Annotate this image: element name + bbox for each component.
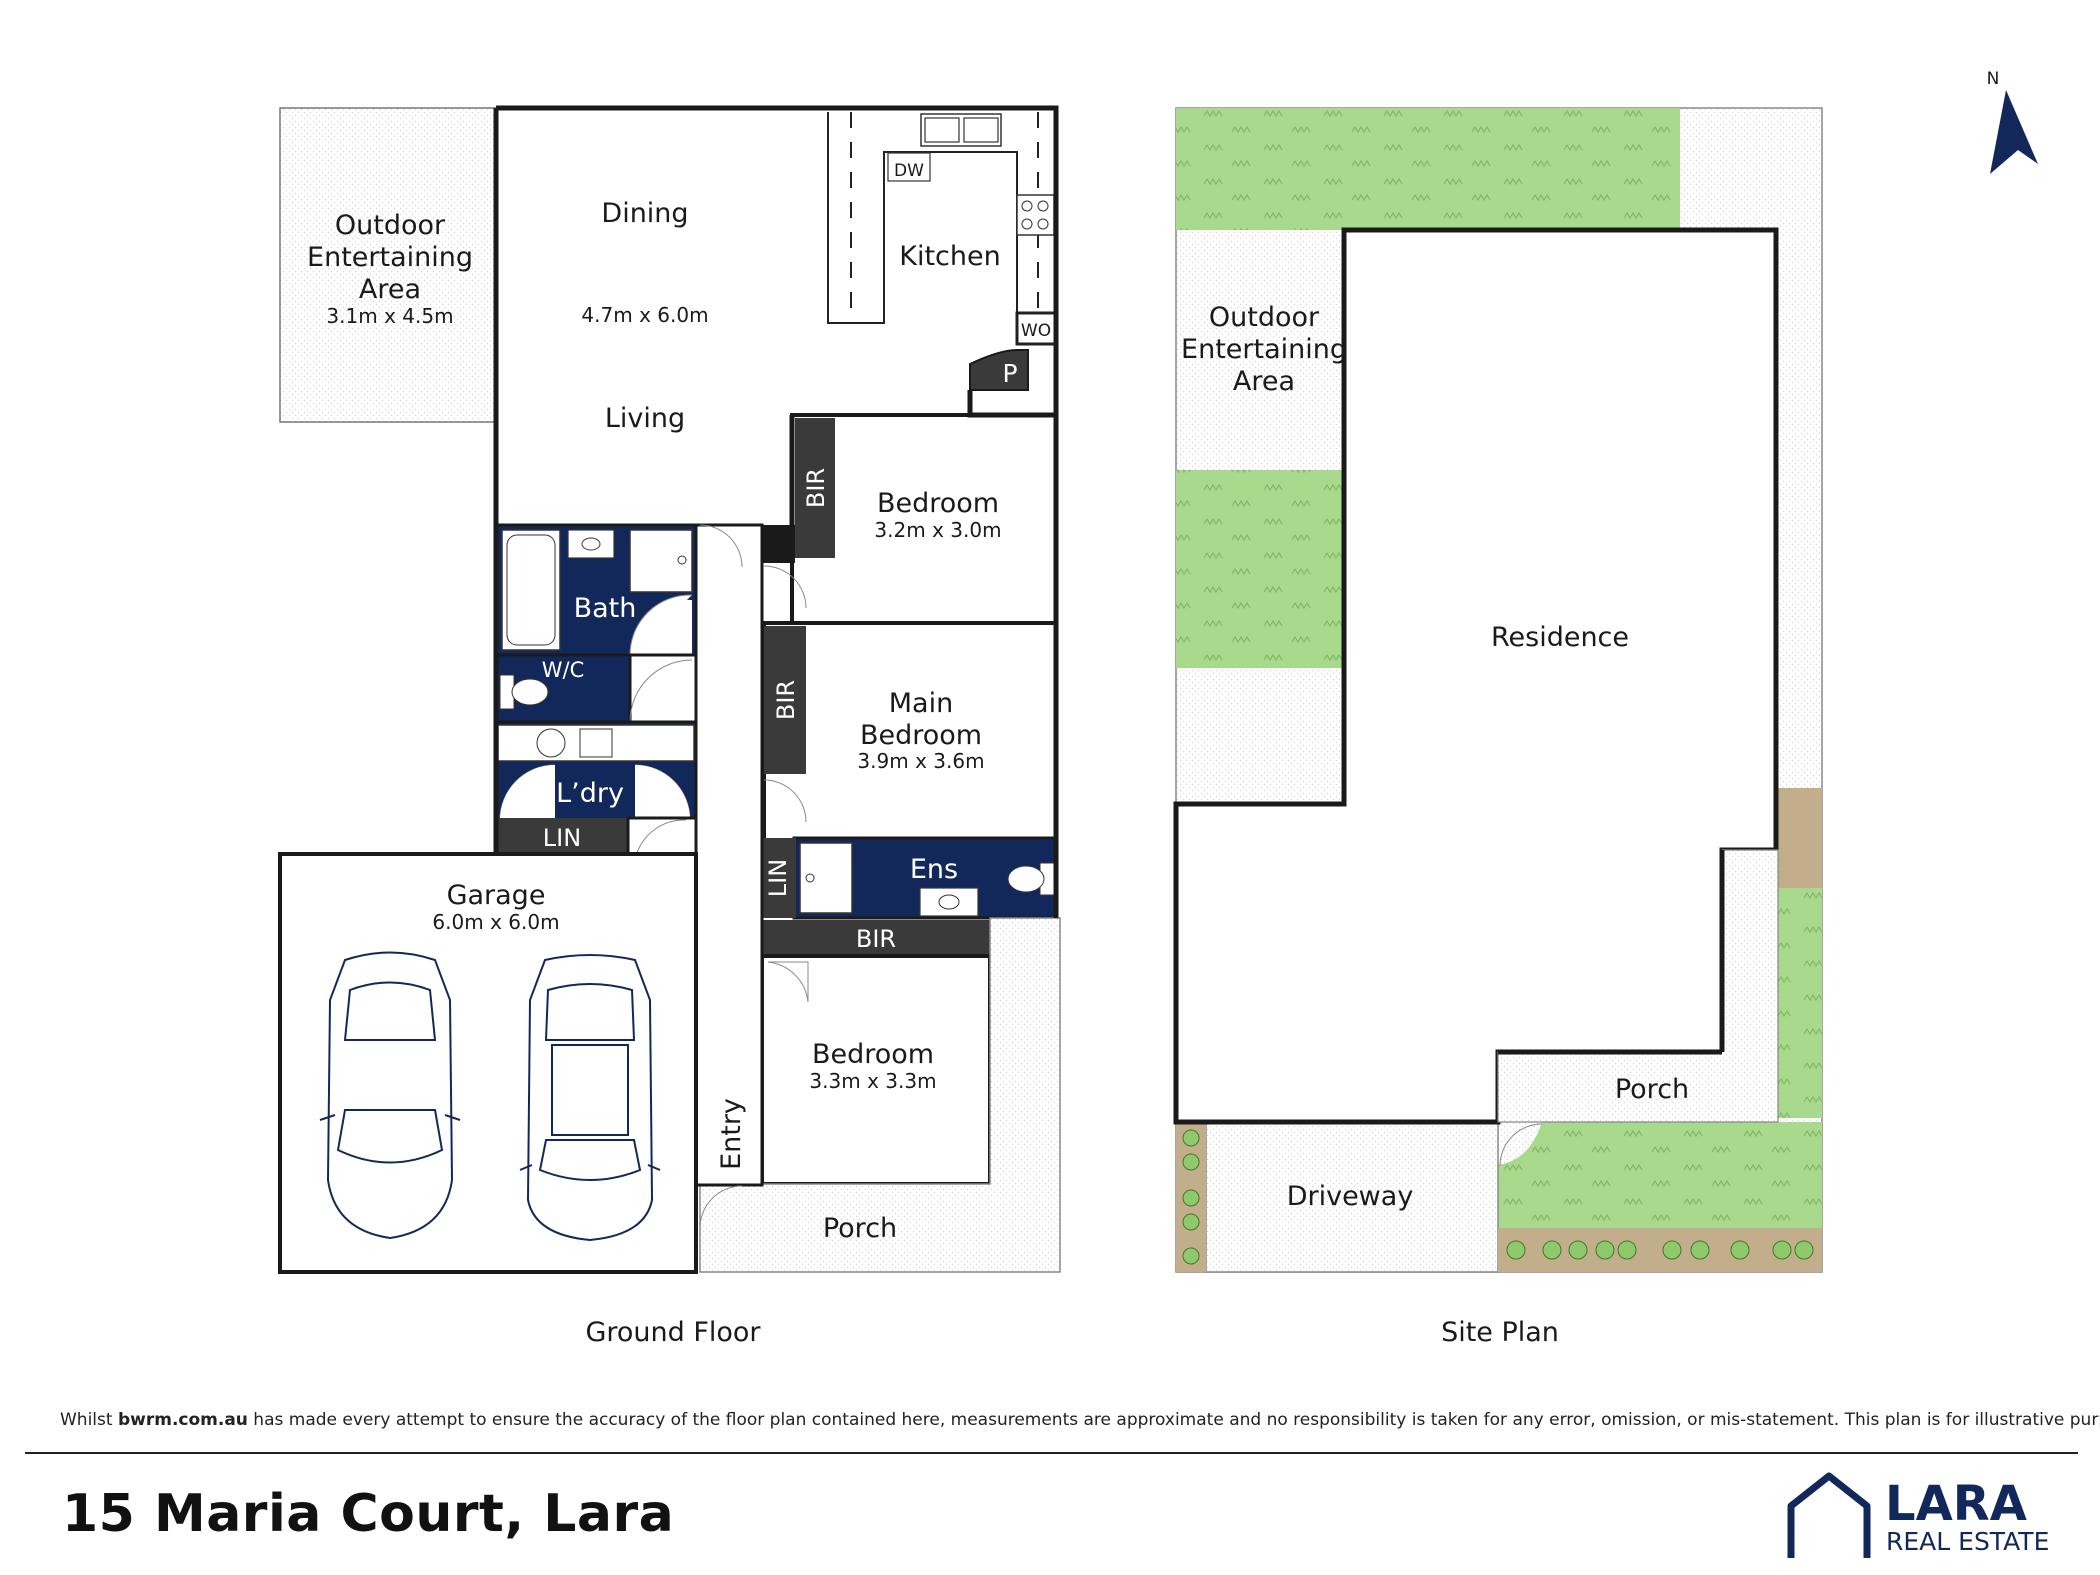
kitchen-label: Kitchen xyxy=(899,241,1000,272)
north-arrow-icon: N xyxy=(1987,69,2038,174)
disclaimer-site: bwrm.com.au xyxy=(117,1410,248,1430)
outdoor-dims: 3.1m x 4.5m xyxy=(326,304,453,328)
outdoor-label-2: Entertaining xyxy=(307,242,473,273)
floor-plan-drawing: DW WO P BIR BIR LIN xyxy=(278,69,2038,1348)
car-2-icon xyxy=(519,954,661,1242)
bir-2 xyxy=(764,626,806,774)
rear-lawn xyxy=(1176,108,1680,230)
lin-2 xyxy=(762,838,796,918)
logo-line1: LARA xyxy=(1885,1476,2027,1532)
lin-2-label: LIN xyxy=(764,859,792,897)
dining-label: Dining xyxy=(601,198,688,229)
outdoor-label-3: Area xyxy=(359,274,421,305)
bedroom-1-dims: 3.2m x 3.0m xyxy=(874,518,1001,542)
porch-label: Porch xyxy=(823,1213,897,1244)
bedroom-1-label: Bedroom xyxy=(877,488,999,519)
house-logo-icon xyxy=(1787,1472,1871,1558)
site-outdoor-label-1: Outdoor xyxy=(1209,302,1320,333)
property-address: 15 Maria Court, Lara xyxy=(62,1484,675,1544)
site-plan: Outdoor Entertaining Area Residence Porc… xyxy=(1173,107,1823,1348)
garage xyxy=(278,852,698,1274)
bedroom-1 xyxy=(790,413,1058,625)
entry-label: Entry xyxy=(716,1098,747,1170)
bir-3 xyxy=(762,920,990,956)
garage-label: Garage xyxy=(447,880,546,911)
side-shrubs-icon xyxy=(1182,1129,1200,1265)
dining-dims: 4.7m x 6.0m xyxy=(581,303,708,327)
bir-2-label: BIR xyxy=(772,680,800,720)
disclaimer-after: has made every attempt to ensure the acc… xyxy=(247,1410,2100,1430)
logo-line2: REAL ESTATE xyxy=(1886,1527,2049,1556)
wc-label: W/C xyxy=(542,658,585,682)
bir-3-label: BIR xyxy=(856,925,896,953)
main-bedroom-label-1: Main xyxy=(889,688,953,719)
lin-1-label: LIN xyxy=(543,824,581,852)
compass-label: N xyxy=(1987,69,2000,89)
garden-path xyxy=(1778,788,1822,888)
bedroom-2-label: Bedroom xyxy=(812,1039,934,1070)
residence-label: Residence xyxy=(1491,622,1629,653)
bath-label: Bath xyxy=(574,593,637,624)
site-porch-label: Porch xyxy=(1615,1074,1689,1105)
ground-floor-plan: DW WO P BIR BIR LIN xyxy=(278,105,1061,1348)
disclaimer: Whilst bwrm.com.au has made every attemp… xyxy=(60,1410,2100,1430)
pantry xyxy=(969,349,1029,391)
outdoor-entertaining-area xyxy=(279,107,497,423)
bir-1 xyxy=(795,418,835,558)
driveway xyxy=(1205,1121,1499,1273)
porch xyxy=(699,917,1061,1273)
divider xyxy=(25,1452,2078,1454)
disclaimer-before: Whilst xyxy=(60,1410,118,1430)
living-label: Living xyxy=(605,403,685,434)
main-bedroom-dims: 3.9m x 3.6m xyxy=(857,749,984,773)
kitchen-bench xyxy=(827,112,1018,324)
kitchen-sink xyxy=(920,113,1002,147)
ground-floor-caption: Ground Floor xyxy=(585,1317,761,1348)
driveway-label: Driveway xyxy=(1287,1181,1414,1212)
garage-dims: 6.0m x 6.0m xyxy=(432,910,559,934)
car-1-icon xyxy=(319,951,461,1240)
entry-corridor xyxy=(694,523,764,1187)
ensuite-label: Ens xyxy=(910,854,958,885)
outdoor-label-1: Outdoor xyxy=(335,210,446,241)
dw-label: DW xyxy=(894,161,924,181)
laundry-label: L’dry xyxy=(556,778,624,809)
side-lawn-right xyxy=(1778,888,1822,1118)
bedroom-2-dims: 3.3m x 3.3m xyxy=(809,1069,936,1093)
shrubs-icon xyxy=(1506,1240,1814,1260)
main-bedroom xyxy=(762,621,1058,843)
main-bedroom-label-2: Bedroom xyxy=(860,720,982,751)
lara-real-estate-logo: LARA REAL ESTATE xyxy=(1787,1472,2049,1558)
wc xyxy=(494,653,632,727)
site-outdoor-label-2: Entertaining xyxy=(1181,334,1347,365)
wo-label: WO xyxy=(1021,321,1051,341)
pantry-label: P xyxy=(1002,359,1017,388)
site-outdoor-label-3: Area xyxy=(1233,366,1295,397)
cooktop xyxy=(1016,194,1055,236)
bir-1-label: BIR xyxy=(802,468,830,508)
site-plan-caption: Site Plan xyxy=(1441,1317,1559,1348)
side-lawn xyxy=(1176,470,1344,668)
lin-1 xyxy=(496,818,628,856)
